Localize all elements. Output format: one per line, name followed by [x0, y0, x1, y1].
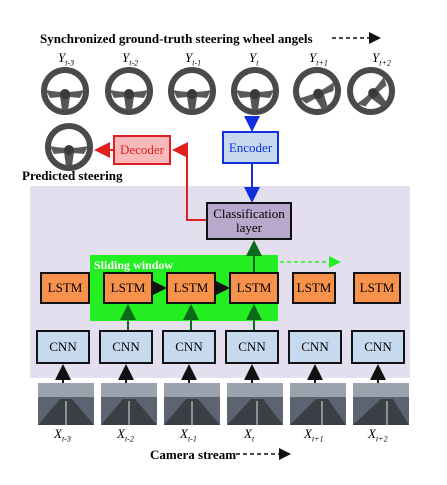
classification-to-decoder-arrow: [172, 142, 206, 221]
cnn-box-t+1: CNN: [288, 330, 342, 364]
sliding-window-label: Sliding window: [94, 258, 174, 272]
cnn-box-t+2: CNN: [351, 330, 405, 364]
steering-wheel-icon: [105, 67, 153, 115]
classification-layer-box: Classification layer: [206, 202, 292, 240]
x-label-t+2: Xt+2: [368, 426, 388, 444]
camera-frame-image: [38, 383, 94, 425]
lstm-box-t-3: LSTM: [40, 272, 90, 304]
cnn-box-t: CNN: [225, 330, 279, 364]
predicted-steering-wheel-icon: [45, 123, 93, 171]
bottom-title: Camera stream: [150, 447, 237, 462]
x-label-t+1: Xt+1: [304, 426, 324, 444]
steering-wheel-icon: [293, 67, 341, 115]
camera-frame-image: [227, 383, 283, 425]
decoder-box: Decoder: [113, 135, 171, 165]
cnn-box-t-1: CNN: [162, 330, 216, 364]
classification-label-line1: Classification: [213, 206, 285, 221]
x-label-t: Xt: [244, 426, 255, 444]
cnn-box-t-2: CNN: [99, 330, 153, 364]
camera-frame-image: [353, 383, 409, 425]
steering-wheel-icon: [168, 67, 216, 115]
predicted-steering-label: Predicted steering: [22, 168, 123, 183]
lstm-box-t: LSTM: [229, 272, 279, 304]
y-label-t: Yt: [249, 50, 259, 68]
classification-label-line2: layer: [236, 220, 262, 235]
y-label-t+1: Yt+1: [309, 50, 328, 68]
y-label-t-1: Yt-1: [185, 50, 202, 68]
encoder-box: Encoder: [222, 131, 279, 164]
y-label-t-3: Yt-3: [58, 50, 75, 68]
camera-frame-image: [101, 383, 157, 425]
y-label-t+2: Yt+2: [372, 50, 391, 68]
camera-frame-image: [164, 383, 220, 425]
steering-wheel-icon: [231, 67, 279, 115]
x-label-t-1: Xt-1: [180, 426, 197, 444]
steering-wheel-icon: [41, 67, 89, 115]
top-title: Synchronized ground-truth steering wheel…: [40, 31, 313, 46]
x-label-t-3: Xt-3: [54, 426, 71, 444]
cnn-box-t-3: CNN: [36, 330, 90, 364]
steering-wheel-icon: [347, 67, 395, 115]
lstm-box-t+1: LSTM: [292, 272, 336, 304]
camera-frame-image: [290, 383, 346, 425]
lstm-box-t+2: LSTM: [353, 272, 401, 304]
y-label-t-2: Yt-2: [122, 50, 139, 68]
x-label-t-2: Xt-2: [117, 426, 134, 444]
